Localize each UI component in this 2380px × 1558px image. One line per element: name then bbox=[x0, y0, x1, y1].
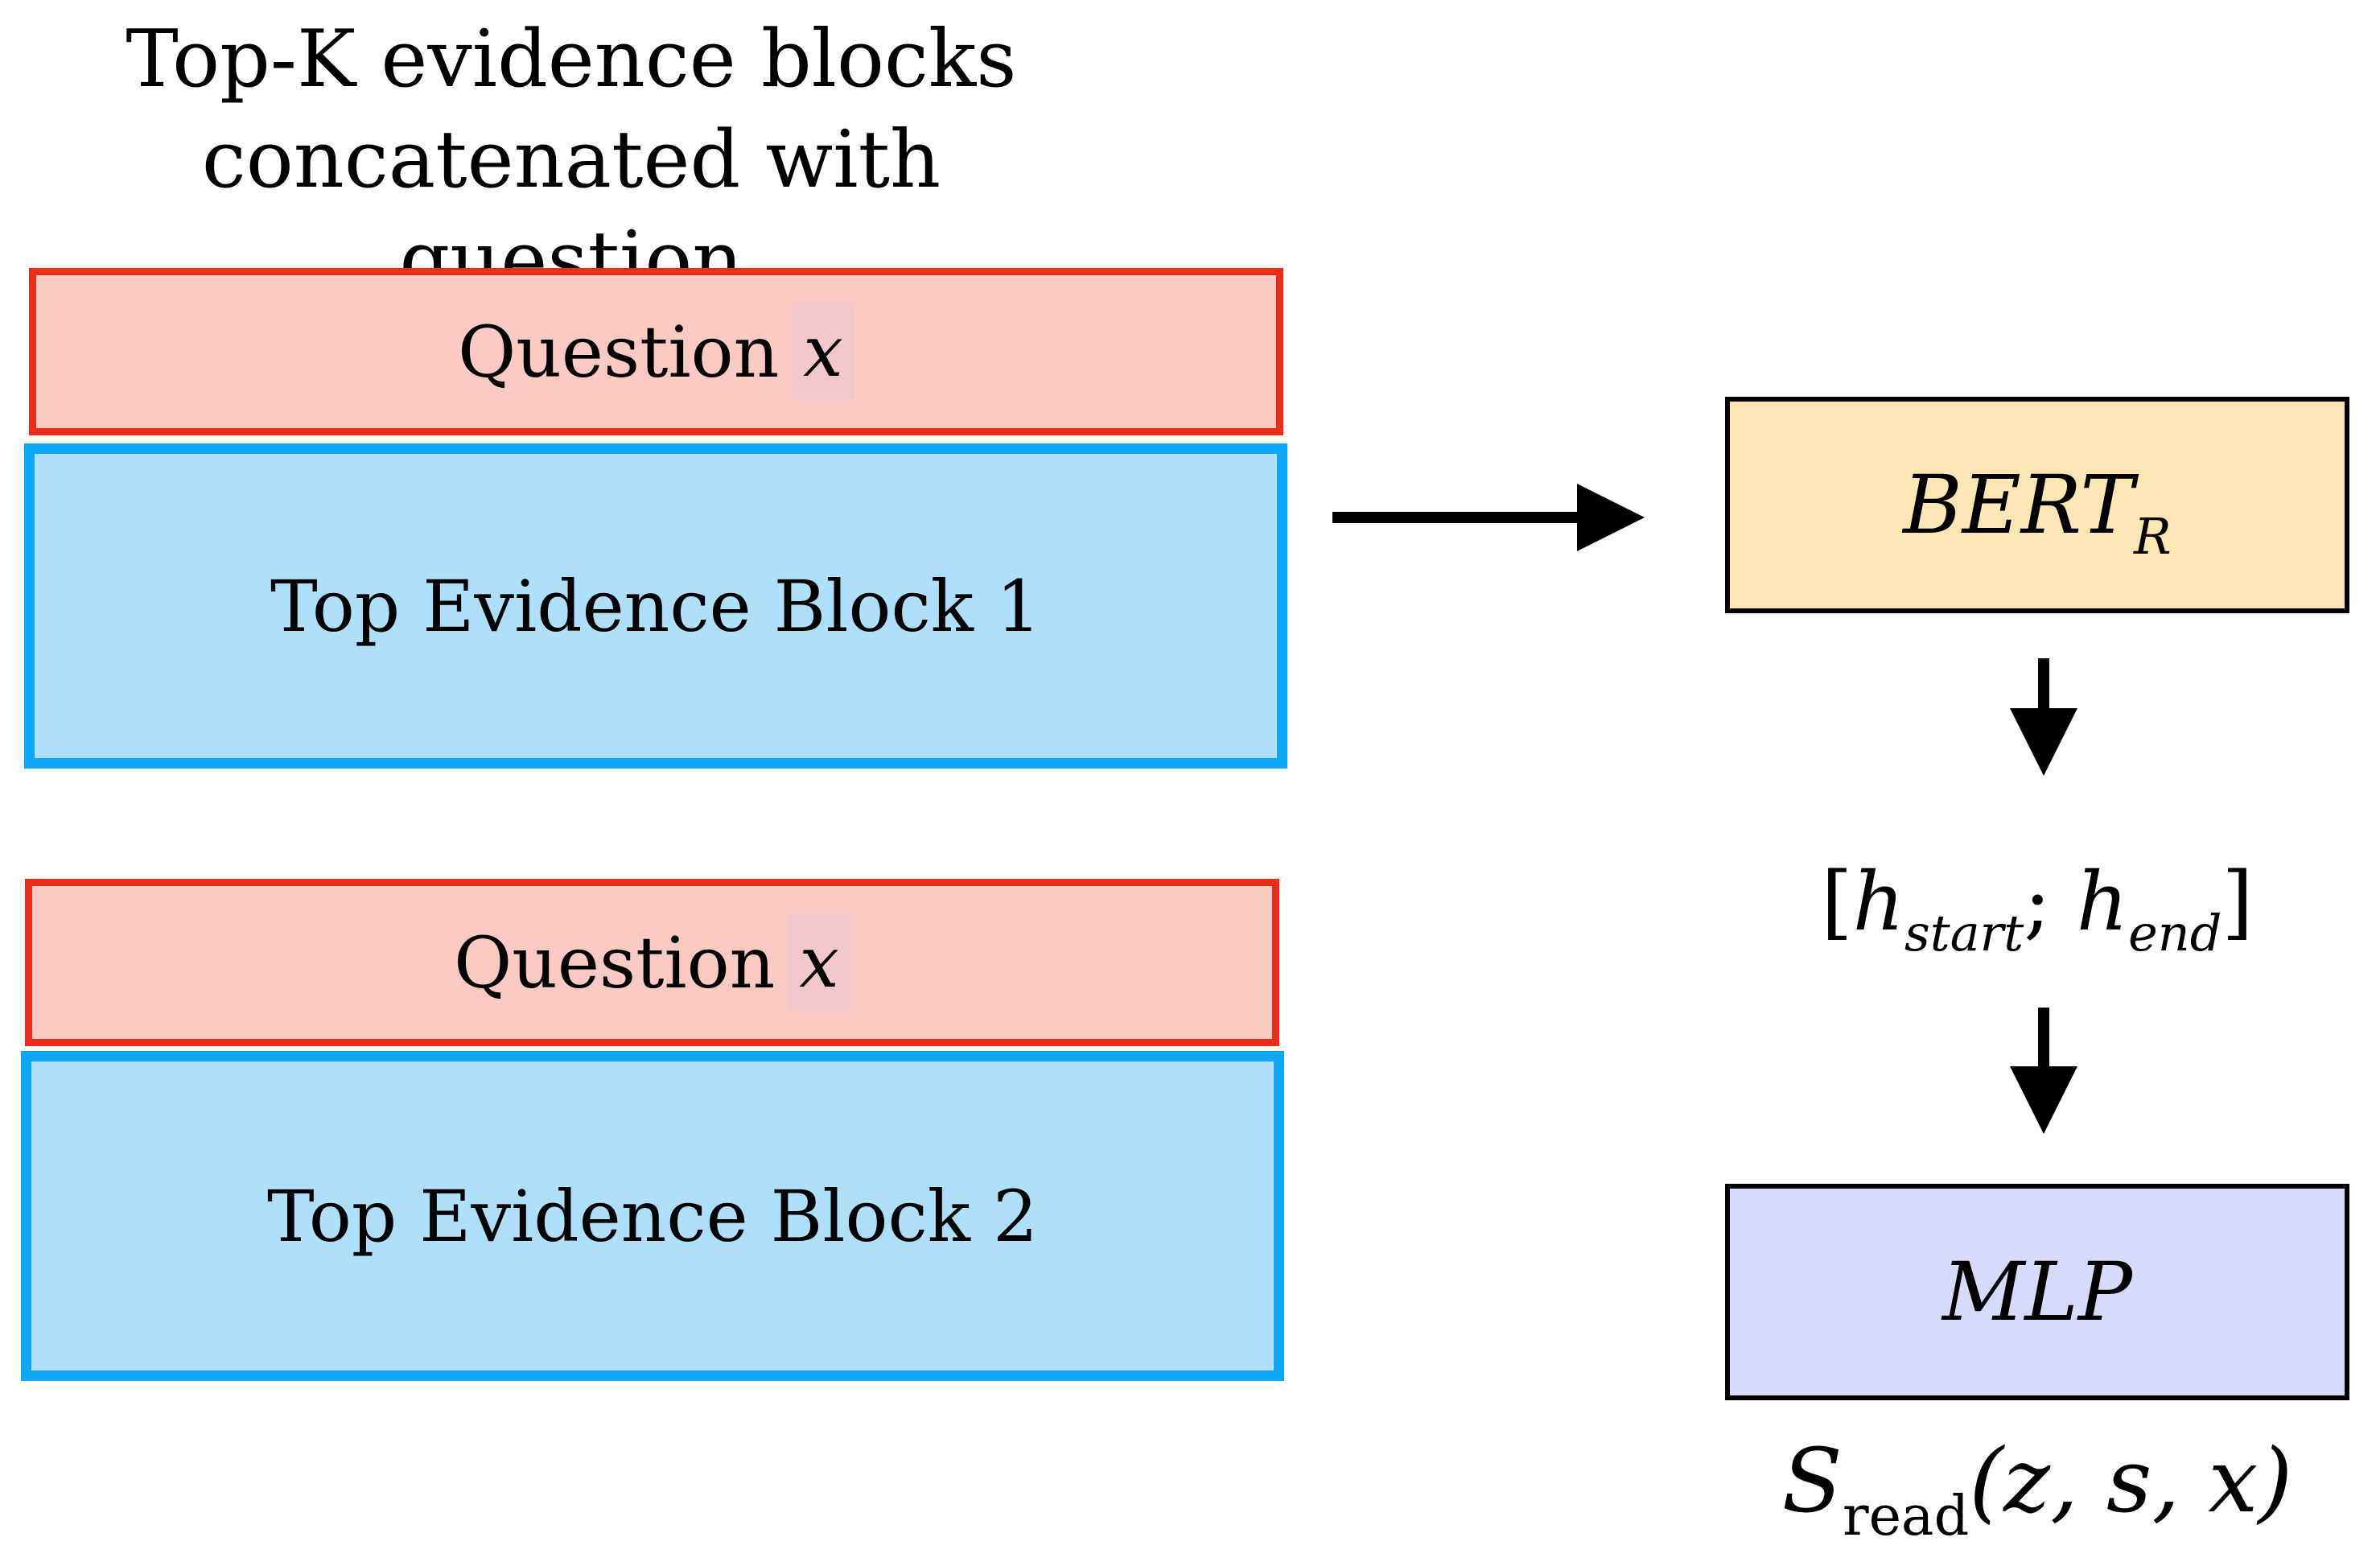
bracket-close: ] bbox=[2221, 855, 2254, 949]
mlp-box: MLP bbox=[1725, 1184, 2349, 1400]
title-line-2: concatenated with question bbox=[201, 114, 941, 307]
evidence-label-1: Top Evidence Block 1 bbox=[270, 564, 1042, 648]
question-box-1: Question x bbox=[29, 268, 1283, 435]
bert-subscript: R bbox=[2134, 507, 2172, 567]
mlp-label: MLP bbox=[1941, 1245, 2133, 1339]
question-label-2: Question bbox=[454, 921, 776, 1004]
question-variable-1: x bbox=[792, 303, 854, 400]
diagram-title: Top-K evidence blocks concatenated with … bbox=[48, 10, 1094, 311]
h-end: h bbox=[2076, 855, 2129, 949]
bracket-open: [ bbox=[1821, 855, 1853, 949]
question-variable-2: x bbox=[788, 914, 850, 1011]
question-label-1: Question bbox=[458, 310, 780, 394]
title-line-1: Top-K evidence blocks bbox=[126, 14, 1017, 105]
score-subscript: read bbox=[1842, 1484, 1970, 1548]
evidence-block-2: Top Evidence Block 2 bbox=[21, 1051, 1284, 1381]
score-symbol: S bbox=[1781, 1429, 1843, 1532]
question-box-2: Question x bbox=[25, 879, 1279, 1046]
h-end-subscript: end bbox=[2128, 904, 2222, 963]
evidence-block-1: Top Evidence Block 1 bbox=[24, 443, 1287, 769]
bert-label: BERT bbox=[1903, 458, 2135, 552]
evidence-label-2: Top Evidence Block 2 bbox=[266, 1174, 1039, 1258]
bert-reader-box: BERTR bbox=[1725, 397, 2349, 613]
h-start: h bbox=[1852, 855, 1904, 949]
h-start-subscript: start bbox=[1904, 904, 2024, 963]
separator: ; bbox=[2024, 855, 2077, 949]
hidden-state-label: [hstart; hend] bbox=[1725, 850, 2349, 965]
score-arguments: (z, s, x) bbox=[1969, 1429, 2293, 1532]
read-score-label: Sread(z, s, x) bbox=[1725, 1424, 2349, 1550]
